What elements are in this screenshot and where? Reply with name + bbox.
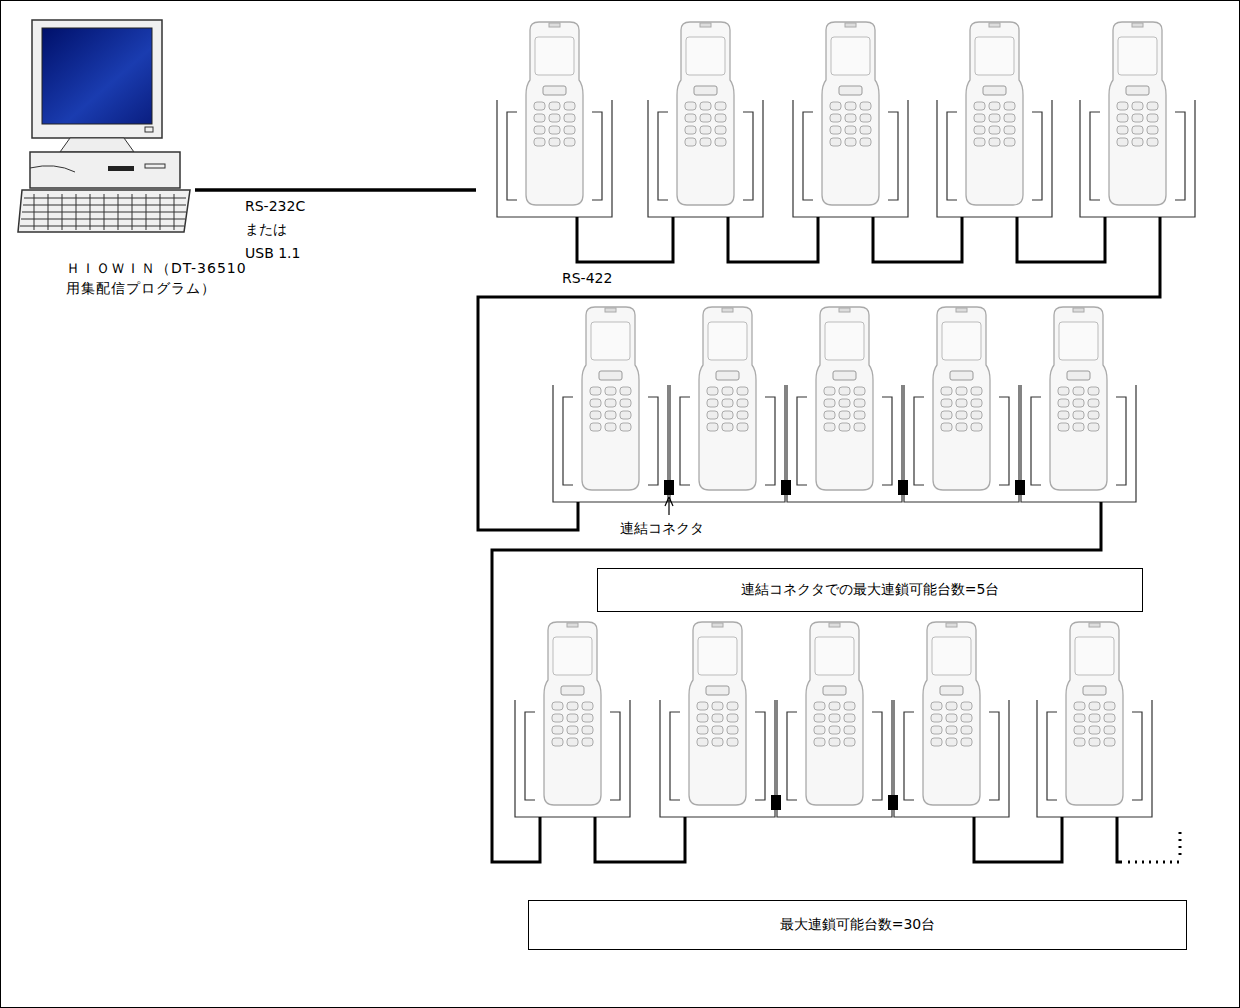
leader-arrow <box>665 497 673 515</box>
note-box: 連結コネクタでの最大連鎖可能台数=5台 <box>597 568 1143 612</box>
rs422-wiring <box>478 217 1160 862</box>
note-text: 最大連鎖可能台数=30台 <box>780 916 936 934</box>
host-cable <box>195 188 476 192</box>
note-text: 連結コネクタでの最大連鎖可能台数=5台 <box>741 581 1000 599</box>
terminal-cradles <box>497 22 1195 817</box>
link-connectors <box>664 480 1025 810</box>
computer-illustration <box>18 20 190 232</box>
software-label: ＨＩＯＷＩＮ（DT-36510 用集配信プログラム） <box>66 258 266 299</box>
callout-label: 連結コネクタ <box>620 518 704 538</box>
interface-label: USB 1.1 <box>245 243 300 263</box>
interface-label: または <box>245 219 287 239</box>
interface-label: RS-232C <box>245 196 305 216</box>
bus-label: RS-422 <box>562 268 612 288</box>
note-box: 最大連鎖可能台数=30台 <box>528 900 1187 950</box>
continuation-dots <box>1128 832 1182 862</box>
